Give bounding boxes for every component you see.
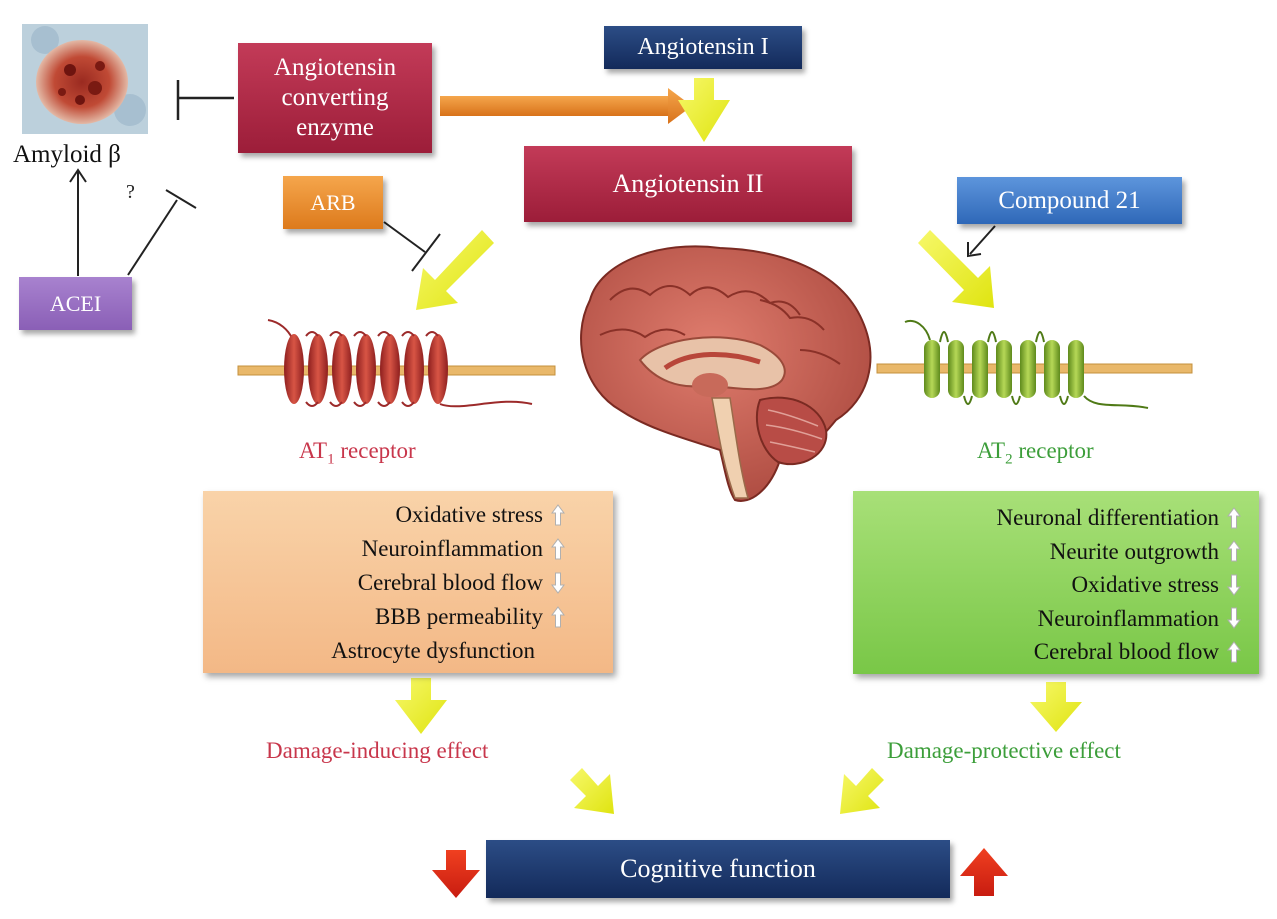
cognitive-decrease-arrow <box>432 850 480 898</box>
cognitive-function-box: Cognitive function <box>486 840 950 898</box>
effect-text: Neuroinflammation <box>361 536 543 561</box>
effect-row: Neuroinflammation <box>853 602 1241 636</box>
damage-protective-to-cognitive-arrow <box>840 768 884 814</box>
ace-label-line2: converting <box>281 84 389 111</box>
damage-inducing-to-cognitive-arrow <box>570 768 614 814</box>
effect-text: Cerebral blood flow <box>357 570 543 595</box>
at2-subscript: 2 <box>1005 451 1013 468</box>
at1-suffix: receptor <box>334 438 416 463</box>
damage-inducing-effect-label: Damage-inducing effect <box>266 738 489 763</box>
at2-panel-to-effect-arrow <box>1030 682 1082 732</box>
at2-receptor-label: AT2 receptor <box>977 438 1094 469</box>
effect-row: Neurite outgrowth <box>853 535 1241 569</box>
angiotensin-converting-enzyme-box: Angiotensin converting enzyme <box>238 43 432 153</box>
effect-text: Oxidative stress <box>395 502 543 527</box>
amyloid-plaque-image <box>22 24 148 134</box>
effect-text: BBB permeability <box>374 604 543 629</box>
effect-row: Cerebral blood flow <box>853 635 1241 669</box>
at1-prefix: AT <box>299 438 328 463</box>
effect-text: Neuroinflammation <box>1037 605 1219 631</box>
amyloid-beta-label: Amyloid β <box>13 141 121 168</box>
decrease-arrow-icon <box>551 572 565 594</box>
effect-text: Cerebral blood flow <box>1033 639 1219 664</box>
effect-row: Neuronal differentiation <box>853 501 1241 535</box>
at2-suffix: receptor <box>1012 438 1094 463</box>
angiotensin2-to-at2-arrow <box>918 230 994 308</box>
angiotensin-1-box: Angiotensin I <box>604 26 802 69</box>
effect-text: Neuronal differentiation <box>996 505 1219 530</box>
at1-receptor-graphic <box>237 319 556 408</box>
at1-subscript: 1 <box>327 451 335 468</box>
effect-text: Astrocyte dysfunction <box>331 638 535 663</box>
at2-receptor-graphic <box>876 320 1193 409</box>
acei-inhibits-line <box>127 189 197 276</box>
effect-text: Neurite outgrowth <box>1049 538 1219 564</box>
ace-label-line3: enzyme <box>296 114 374 141</box>
effect-row: Astrocyte dysfunction <box>203 634 565 668</box>
angiotensin2-to-at1-arrow <box>416 230 494 310</box>
ace-label-line1: Angiotensin <box>273 54 397 81</box>
compound21-to-at2-arrow <box>967 225 996 258</box>
increase-arrow-icon <box>551 538 565 560</box>
compound-21-box: Compound 21 <box>957 177 1182 224</box>
increase-arrow-icon <box>551 504 565 526</box>
effect-row: Cerebral blood flow <box>203 566 565 600</box>
at2-prefix: AT <box>977 438 1006 463</box>
at1-receptor-label: AT1 receptor <box>299 438 416 469</box>
unknown-mechanism-mark: ? <box>126 181 135 203</box>
decrease-arrow-icon <box>1227 607 1241 630</box>
effect-text: Oxidative stress <box>1071 572 1219 597</box>
at1-panel-to-effect-arrow <box>395 678 447 734</box>
cognitive-increase-arrow <box>960 848 1008 896</box>
angiotensin1-to-angiotensin2-arrow <box>678 78 730 142</box>
increase-arrow-icon <box>1227 540 1241 562</box>
angiotensin-2-box: Angiotensin II <box>524 146 852 222</box>
arb-inhibits-line <box>383 221 441 272</box>
effect-row: Neuroinflammation <box>203 532 565 566</box>
decrease-arrow-icon <box>1227 574 1241 596</box>
ace-to-angiotensin-arrow <box>440 88 692 124</box>
increase-arrow-icon <box>551 606 565 628</box>
arb-box: ARB <box>283 176 383 229</box>
acei-to-amyloid-arrow <box>69 168 87 276</box>
damage-protective-effect-label: Damage-protective effect <box>887 738 1121 763</box>
effect-row: Oxidative stress <box>203 498 565 532</box>
effect-row: Oxidative stress <box>853 568 1241 602</box>
increase-arrow-icon <box>1227 506 1241 529</box>
ace-inhibits-amyloid-line <box>176 80 234 120</box>
effect-row: BBB permeability <box>203 600 565 634</box>
increase-arrow-icon <box>1227 640 1241 663</box>
brain-graphic <box>580 245 872 502</box>
acei-box: ACEI <box>19 277 132 330</box>
